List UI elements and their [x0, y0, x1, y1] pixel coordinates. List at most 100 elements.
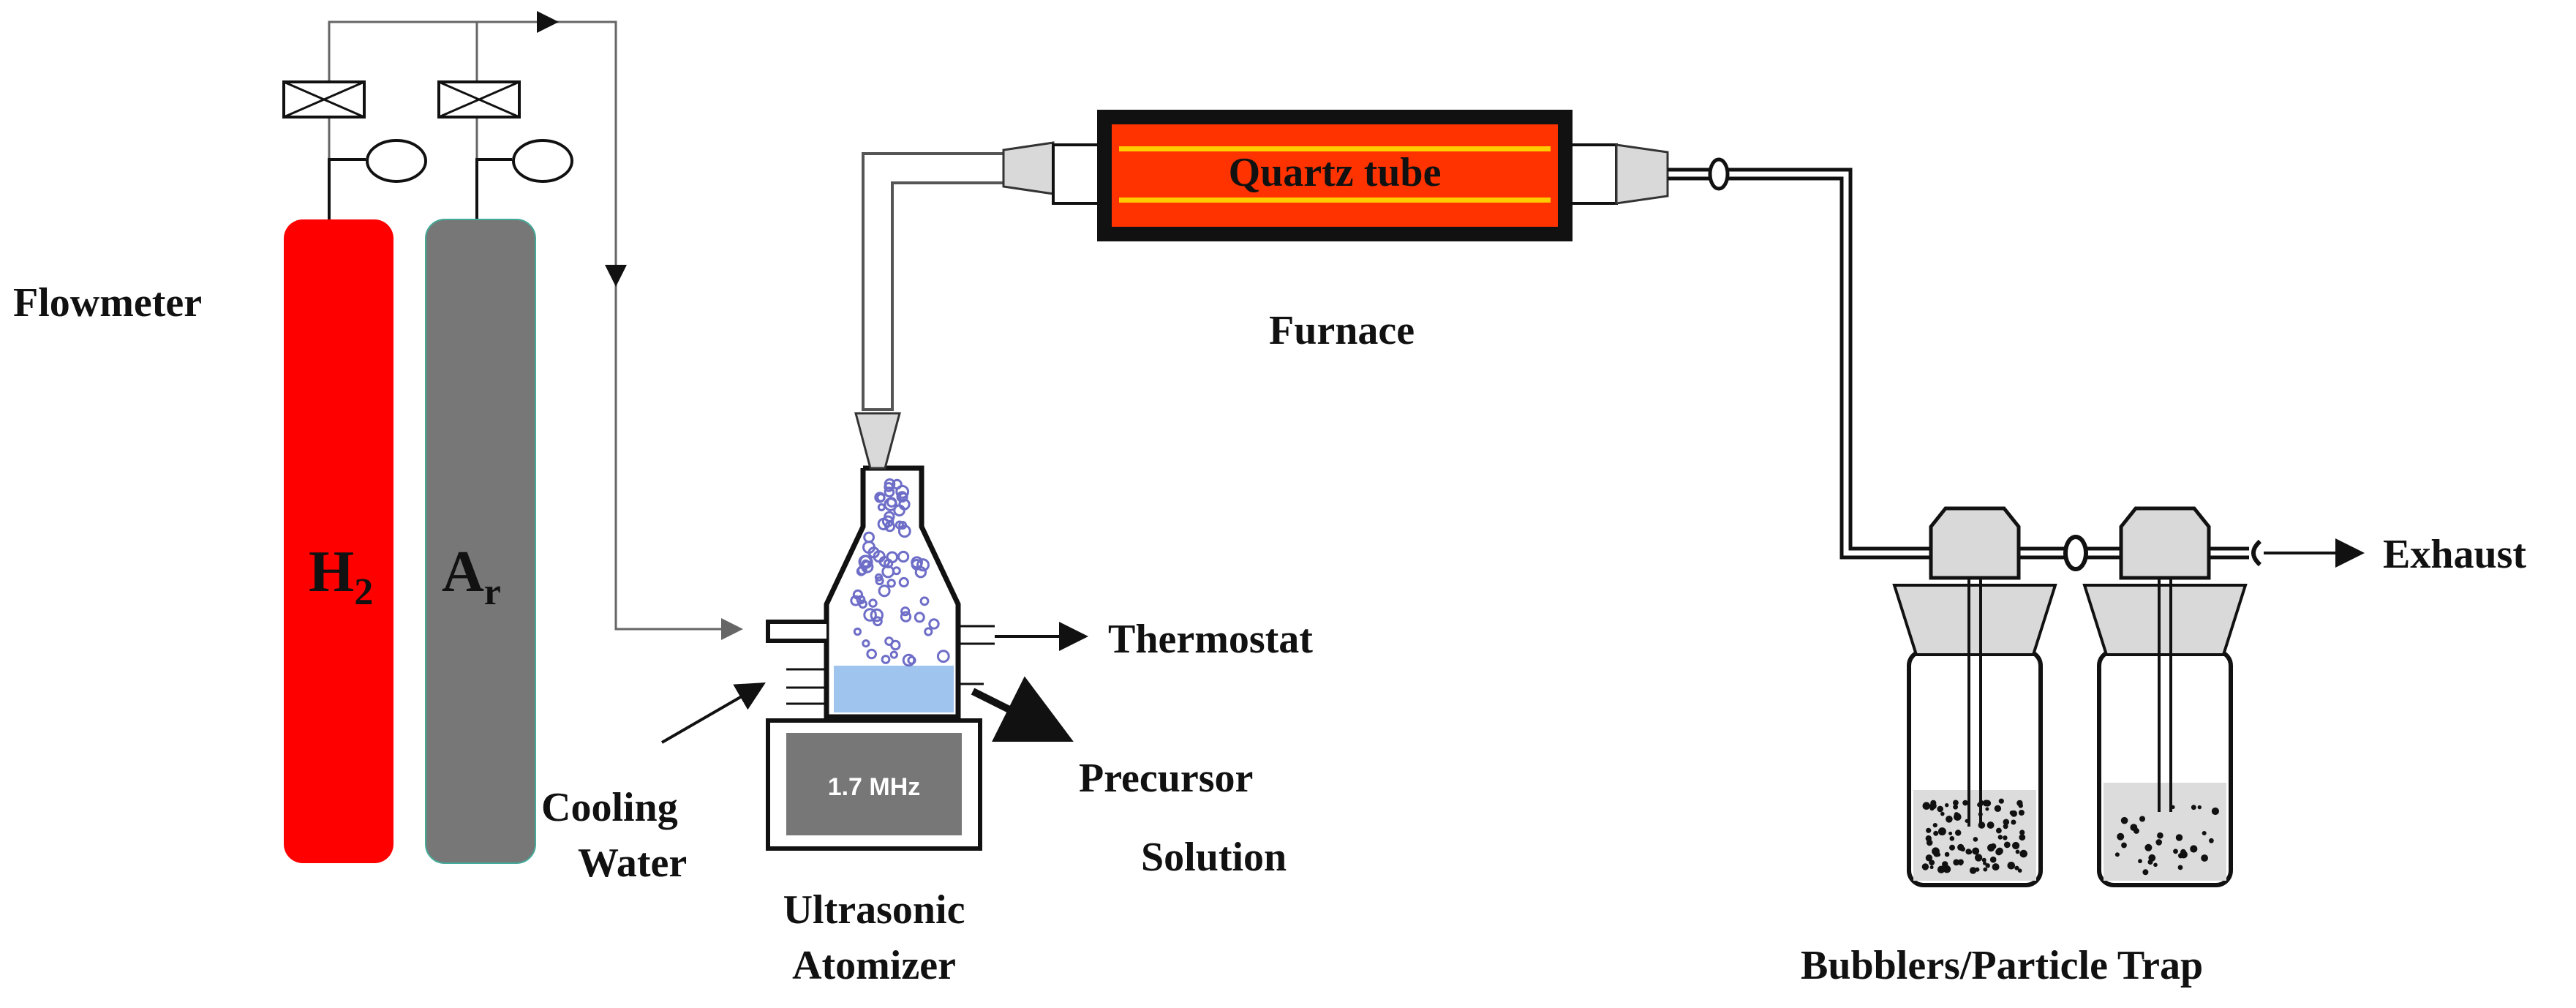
particle — [2007, 862, 2016, 870]
particle — [1955, 830, 1962, 836]
particle — [1972, 847, 1980, 855]
droplet — [852, 589, 864, 601]
particle — [2120, 816, 2128, 824]
furnace: Quartz tube — [1052, 110, 1618, 241]
particle — [2180, 849, 2186, 855]
particle — [2003, 824, 2008, 830]
particle — [2014, 865, 2019, 870]
particle — [2003, 819, 2010, 826]
ar-cylinder — [425, 219, 536, 864]
particle — [1933, 830, 1939, 836]
droplet — [868, 598, 878, 608]
particle — [2114, 852, 2120, 857]
particle — [2177, 865, 2183, 870]
particle — [1978, 821, 1986, 829]
particle — [1937, 827, 1946, 836]
particle — [1994, 805, 2002, 813]
droplet — [897, 524, 911, 538]
particle — [1987, 843, 1995, 852]
particle — [1983, 867, 1988, 872]
ar-label: Ar — [442, 540, 501, 613]
droplet — [863, 608, 877, 622]
particle — [1981, 857, 1986, 862]
particle — [1929, 860, 1935, 866]
thermostat-label: Thermostat — [1108, 617, 1313, 662]
particle — [1940, 811, 1945, 816]
particle — [1983, 861, 1987, 865]
particle — [1985, 863, 1990, 868]
particle — [2191, 805, 2196, 810]
particle — [2171, 805, 2175, 810]
droplet — [895, 484, 910, 499]
particle — [2197, 805, 2202, 810]
droplet — [866, 648, 877, 660]
particle — [1953, 804, 1959, 810]
particle — [2012, 841, 2020, 850]
particle — [2202, 831, 2207, 835]
gauge-icon — [328, 139, 427, 219]
particle — [1925, 854, 1933, 862]
flowmeter-label: Flowmeter — [13, 280, 202, 326]
particle — [1949, 836, 1955, 841]
atomizer-label: Atomizer — [792, 943, 956, 988]
droplet — [878, 584, 891, 598]
particle — [2003, 841, 2011, 849]
droplet — [924, 627, 933, 636]
particle — [2018, 810, 2025, 816]
precursor-label: Precursor — [1079, 756, 1253, 801]
droplet — [858, 554, 873, 569]
particle — [1978, 802, 1983, 808]
droplet — [858, 599, 867, 609]
furnace-label: Furnace — [1269, 308, 1415, 353]
bubblers-label: Bubblers/Particle Trap — [1801, 943, 2203, 988]
droplet — [876, 493, 886, 503]
particle — [1944, 851, 1950, 857]
droplet — [914, 612, 925, 623]
droplet — [884, 486, 895, 498]
particle — [1945, 803, 1949, 808]
particle — [1996, 827, 2002, 834]
particle — [1937, 805, 1943, 813]
particle — [1949, 844, 1955, 851]
particle — [2173, 849, 2178, 854]
particle — [2022, 851, 2027, 856]
valve-icon[interactable] — [282, 80, 366, 119]
droplet — [881, 655, 891, 664]
particle — [2142, 869, 2149, 876]
particle — [2209, 838, 2214, 843]
trapped-particles — [1921, 798, 2027, 874]
particle — [1992, 863, 2000, 871]
cooling-label: Cooling — [541, 785, 678, 830]
droplet — [877, 503, 886, 511]
particle — [2211, 807, 2219, 816]
particle — [1926, 827, 1932, 833]
droplet — [898, 576, 909, 588]
droplet — [886, 497, 897, 508]
particle — [1995, 849, 2003, 856]
exhaust-label: Exhaust — [2383, 532, 2526, 577]
droplet — [898, 498, 911, 511]
particle — [2019, 830, 2025, 835]
water-label: Water — [578, 840, 687, 886]
valve-icon[interactable] — [437, 80, 521, 119]
droplet — [916, 558, 930, 572]
particle — [1985, 807, 1989, 811]
particle — [1930, 804, 1935, 809]
bubbler-1 — [1892, 506, 2057, 887]
droplet — [873, 616, 883, 627]
particle — [2175, 834, 2183, 841]
droplet — [886, 551, 899, 564]
droplet — [862, 639, 870, 648]
particle — [2201, 854, 2209, 862]
particle — [1967, 849, 1973, 855]
ultrasonic-generator-icon[interactable]: 1.7 MHz — [766, 718, 982, 851]
particle — [2138, 859, 2142, 864]
droplet — [892, 478, 903, 490]
particle — [2003, 835, 2008, 840]
droplet — [900, 611, 912, 623]
particle — [2011, 810, 2017, 817]
particle — [2139, 816, 2145, 822]
particle — [1948, 831, 1953, 835]
particle — [1974, 854, 1983, 862]
